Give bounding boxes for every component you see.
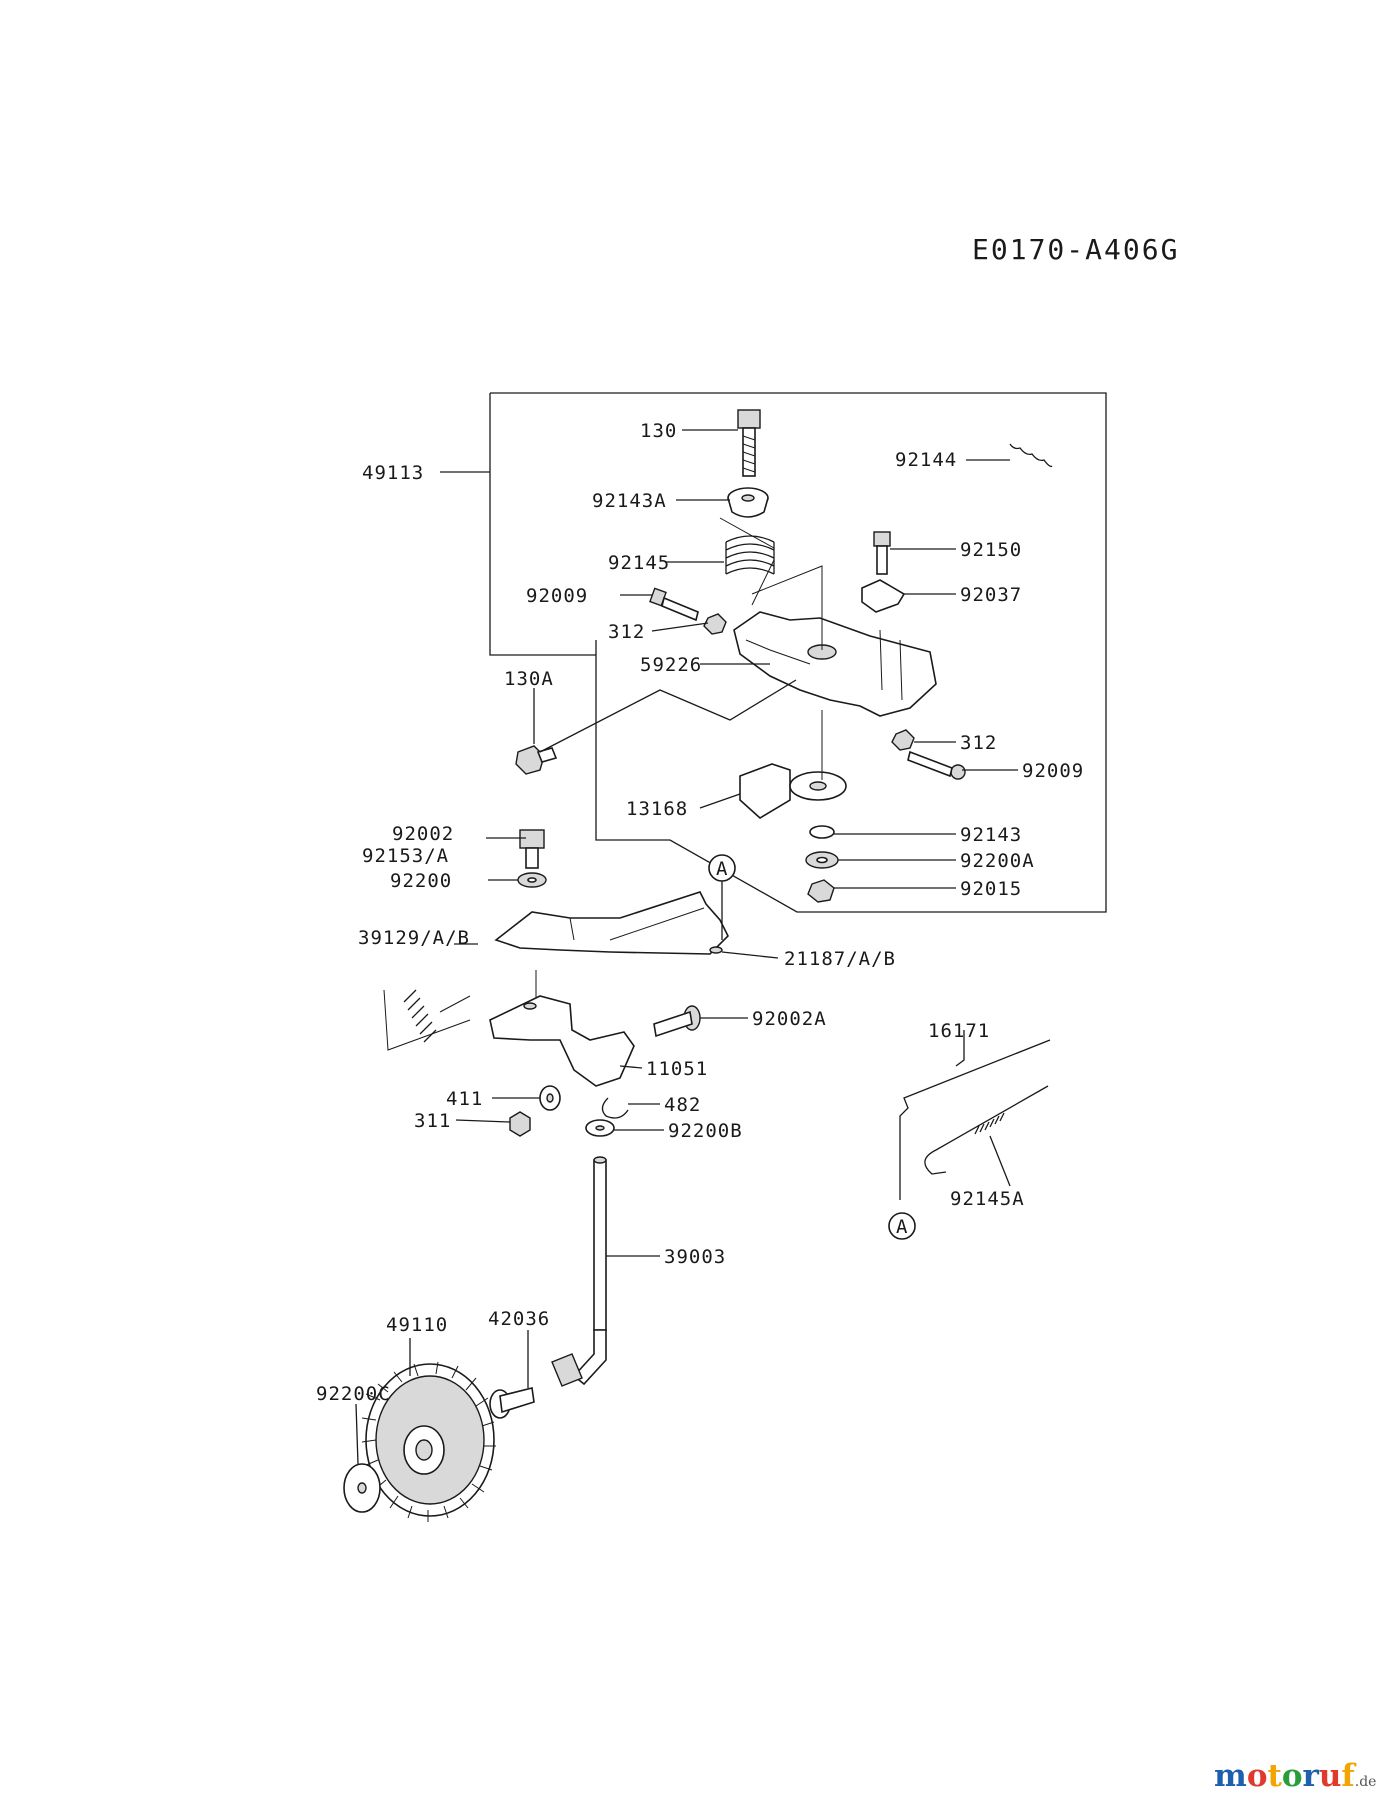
label-92009b: 92009: [1022, 760, 1084, 782]
label-312b: 312: [960, 732, 997, 754]
spring-92145A: [974, 1112, 1005, 1135]
label-92200C: 92200C: [316, 1383, 391, 1405]
label-92153: 92153/A: [362, 845, 449, 867]
label-59226: 59226: [640, 654, 702, 676]
collar-92143A: [727, 487, 769, 518]
nut-311: [509, 1111, 531, 1137]
nut-92015: [807, 879, 835, 903]
label-42036: 42036: [488, 1308, 550, 1330]
washer-92200C: [343, 1463, 381, 1513]
label-92143: 92143: [960, 824, 1022, 846]
label-311: 311: [414, 1110, 451, 1132]
label-11051: 11051: [646, 1058, 708, 1080]
label-312a: 312: [608, 621, 645, 643]
label-49113: 49113: [362, 462, 424, 484]
label-130A: 130A: [504, 668, 554, 690]
leader-lines: [355, 429, 1018, 1465]
shaft-39003: [551, 1156, 607, 1387]
assembly-outline: [489, 392, 1107, 913]
label-92145A: 92145A: [950, 1188, 1025, 1210]
washer-411: [539, 1085, 561, 1111]
label-92002: 92002: [392, 823, 454, 845]
clip-482: [601, 1097, 629, 1119]
ref-marker-a-top: A: [708, 854, 736, 940]
washer-92143: [809, 825, 835, 839]
rod-16171: [899, 1039, 1051, 1200]
gear-49110: [361, 1361, 496, 1522]
spring-92144: [1009, 443, 1053, 468]
bracket-59226: [733, 565, 937, 717]
label-13168: 13168: [626, 798, 688, 820]
ref-marker-a-bottom: A: [888, 1212, 916, 1240]
washer-92200: [517, 872, 547, 888]
label-21187: 21187/A/B: [784, 948, 896, 970]
screw-92009b: [907, 750, 966, 780]
label-92143A: 92143A: [592, 490, 667, 512]
label-16171: 16171: [928, 1020, 990, 1042]
label-92200B: 92200B: [668, 1120, 743, 1142]
bolt-92150: [873, 531, 891, 575]
label-92002A: 92002A: [752, 1008, 827, 1030]
screw-92009a: [649, 587, 699, 622]
label-92009a: 92009: [526, 585, 588, 607]
label-92200: 92200: [390, 870, 452, 892]
nut-312b: [891, 729, 915, 751]
bolt-92002A: [653, 1005, 701, 1038]
label-92150: 92150: [960, 539, 1022, 561]
spring-92145: [719, 517, 775, 606]
label-92015: 92015: [960, 878, 1022, 900]
lever-11051: [489, 970, 635, 1087]
bolt-130: [737, 409, 761, 477]
svg-text:A: A: [896, 1216, 908, 1238]
diagram-code: E0170-A406G: [972, 233, 1179, 266]
svg-text:A: A: [716, 858, 728, 880]
label-92037: 92037: [960, 584, 1022, 606]
bolt-92002: [519, 829, 545, 869]
watermark-logo: motoruf.de: [1214, 1758, 1376, 1794]
label-411: 411: [446, 1088, 483, 1110]
bracket-13168: [739, 710, 847, 819]
lever-21187: [494, 891, 729, 955]
label-92144: 92144: [895, 449, 957, 471]
label-92200A: 92200A: [960, 850, 1035, 872]
label-49110: 49110: [386, 1314, 448, 1336]
spring-39129: [383, 989, 471, 1051]
nut-312a: [703, 613, 727, 635]
washer-92200B: [585, 1119, 615, 1137]
clamp-92037: [861, 579, 906, 613]
bolt-130A: [515, 679, 797, 775]
svg-text:motoruf.de: motoruf.de: [1214, 1758, 1376, 1794]
washer-92200A: [805, 851, 839, 869]
label-482: 482: [664, 1094, 701, 1116]
label-92145: 92145: [608, 552, 670, 574]
label-130: 130: [640, 420, 677, 442]
pin-42036: [489, 1387, 535, 1419]
label-39129: 39129/A/B: [358, 927, 470, 949]
label-39003: 39003: [664, 1246, 726, 1268]
